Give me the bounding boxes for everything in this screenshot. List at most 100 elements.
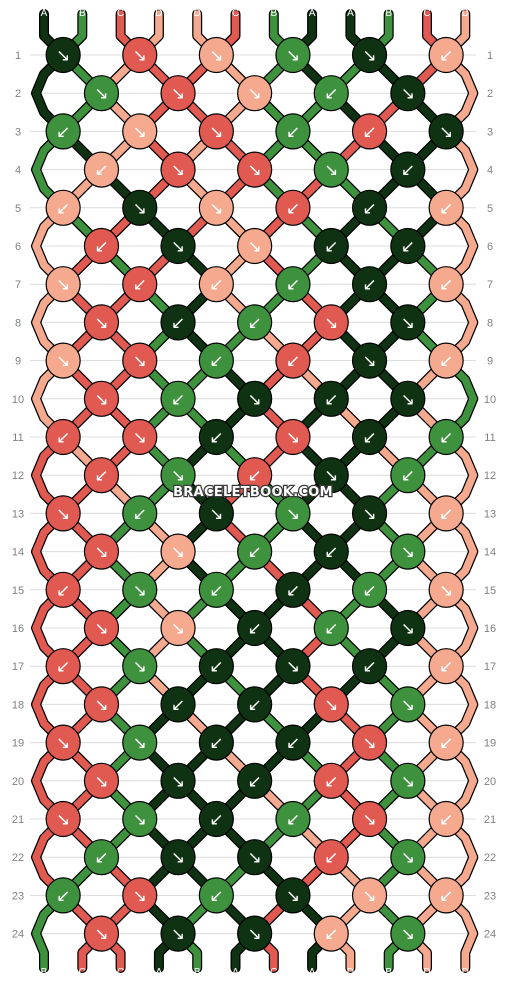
knot: ↘ bbox=[122, 189, 158, 226]
arrow-down-right-icon: ↘ bbox=[286, 46, 300, 66]
arrow-down-right-icon: ↘ bbox=[401, 695, 415, 715]
knot: ↘ bbox=[122, 418, 158, 456]
knot-circle bbox=[198, 800, 234, 838]
row-number-left: 21 bbox=[12, 814, 24, 826]
arrow-down-left-icon: ↙ bbox=[286, 352, 300, 372]
knot: ↙ bbox=[313, 380, 349, 417]
arrow-down-right-icon: ↘ bbox=[401, 84, 415, 104]
knot: ↘ bbox=[275, 418, 311, 456]
knot: ↙ bbox=[428, 189, 464, 226]
arrow-down-left-icon: ↙ bbox=[94, 848, 108, 868]
arrow-down-right-icon: ↘ bbox=[133, 810, 147, 830]
knot-circle bbox=[390, 533, 426, 570]
knot-circle bbox=[160, 609, 196, 647]
knot-circle bbox=[428, 877, 464, 914]
knot: ↙ bbox=[160, 380, 196, 417]
knot: ↙ bbox=[428, 418, 464, 456]
strand-label-bottom: A bbox=[309, 967, 316, 978]
arrow-down-left-icon: ↙ bbox=[439, 657, 453, 677]
arrow-down-right-icon: ↘ bbox=[362, 886, 376, 906]
arrow-down-left-icon: ↙ bbox=[209, 734, 223, 754]
knot: ↘ bbox=[160, 915, 196, 952]
knot: ↙ bbox=[428, 648, 464, 685]
row-number-right: 11 bbox=[484, 432, 495, 444]
knot: ↙ bbox=[275, 724, 311, 761]
knot: ↙ bbox=[313, 762, 349, 799]
knot-circle bbox=[275, 877, 311, 914]
knot: ↙ bbox=[122, 495, 158, 532]
knot-circle bbox=[83, 227, 120, 265]
row-number-right: 12 bbox=[484, 470, 496, 482]
arrow-down-left-icon: ↙ bbox=[286, 122, 300, 142]
knot-circle bbox=[313, 227, 349, 265]
arrow-down-left-icon: ↙ bbox=[324, 772, 338, 792]
knot-circle bbox=[122, 877, 158, 914]
knot-circle bbox=[428, 648, 464, 685]
knot-circle bbox=[275, 724, 311, 761]
knot: ↙ bbox=[275, 571, 311, 608]
knot-circle bbox=[83, 304, 120, 341]
knot: ↙ bbox=[237, 762, 273, 799]
knot-circle bbox=[237, 915, 273, 952]
knot: ↘ bbox=[45, 495, 81, 532]
row-number-left: 2 bbox=[15, 88, 21, 100]
arrow-down-right-icon: ↘ bbox=[362, 46, 376, 66]
strand-label-bottom: D bbox=[462, 967, 469, 978]
arrow-down-right-icon: ↘ bbox=[209, 46, 223, 66]
knot-circle bbox=[160, 304, 196, 341]
knot-circle bbox=[351, 877, 388, 914]
strand-label-top: C bbox=[117, 8, 124, 19]
knot: ↙ bbox=[428, 877, 464, 914]
arrow-down-left-icon: ↙ bbox=[171, 313, 185, 333]
knot-circle bbox=[313, 75, 349, 112]
knot-circle bbox=[237, 686, 273, 723]
arrow-down-right-icon: ↘ bbox=[248, 848, 262, 868]
knot-circle bbox=[237, 457, 273, 494]
strand-label-bottom: A bbox=[156, 967, 163, 978]
arrow-down-right-icon: ↘ bbox=[286, 428, 300, 448]
knot-circle bbox=[160, 915, 196, 952]
strand-label-bottom: A bbox=[232, 967, 239, 978]
knot: ↙ bbox=[83, 227, 120, 265]
row-number-right: 22 bbox=[484, 852, 496, 864]
strand-label-top: A bbox=[41, 8, 48, 19]
knot: ↙ bbox=[83, 457, 120, 494]
arrow-down-right-icon: ↘ bbox=[248, 84, 262, 104]
knot-circle bbox=[390, 457, 426, 494]
knot: ↘ bbox=[313, 304, 349, 341]
arrow-down-left-icon: ↙ bbox=[439, 810, 453, 830]
knot-circle bbox=[45, 266, 81, 303]
strand-label-top: D bbox=[155, 8, 162, 19]
row-number-right: 23 bbox=[484, 890, 496, 902]
arrow-down-right-icon: ↘ bbox=[401, 313, 415, 333]
arrow-down-right-icon: ↘ bbox=[133, 657, 147, 677]
knot-circle bbox=[83, 915, 120, 952]
knot: ↙ bbox=[198, 724, 234, 761]
knot: ↙ bbox=[428, 36, 464, 74]
row-number-left: 1 bbox=[15, 50, 21, 62]
strand-label-bottom: B bbox=[385, 967, 392, 978]
knot-circle bbox=[390, 75, 426, 112]
knot-circle bbox=[313, 609, 349, 647]
row-number-right: 6 bbox=[487, 241, 493, 253]
arrow-down-left-icon: ↙ bbox=[286, 810, 300, 830]
knot-circle bbox=[198, 342, 234, 379]
arrow-down-right-icon: ↘ bbox=[133, 734, 147, 754]
arrow-down-left-icon: ↙ bbox=[94, 466, 108, 486]
row-number-right: 7 bbox=[487, 279, 493, 291]
knot: ↙ bbox=[160, 304, 196, 341]
knot-circle bbox=[237, 839, 273, 876]
knot-circle bbox=[160, 839, 196, 876]
row-number-left: 16 bbox=[12, 623, 24, 635]
arrow-down-right-icon: ↘ bbox=[94, 543, 108, 563]
knot: ↙ bbox=[275, 342, 311, 379]
row-number-right: 13 bbox=[484, 508, 496, 520]
arrow-down-left-icon: ↙ bbox=[209, 581, 223, 601]
row-number-left: 12 bbox=[12, 470, 24, 482]
knot-circle bbox=[198, 418, 234, 456]
arrow-down-left-icon: ↙ bbox=[286, 275, 300, 295]
knot: ↘ bbox=[160, 151, 196, 188]
arrow-down-left-icon: ↙ bbox=[324, 848, 338, 868]
knot-circle bbox=[275, 36, 311, 74]
knot: ↙ bbox=[351, 571, 388, 608]
